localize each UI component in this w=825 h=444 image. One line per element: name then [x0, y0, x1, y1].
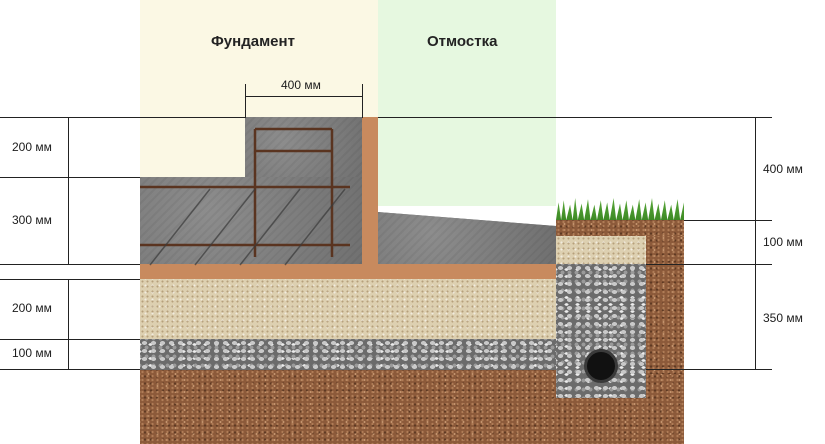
foundation-header: Фундамент [211, 33, 295, 50]
dim-tick [245, 84, 246, 118]
dim-ref-line [0, 369, 140, 370]
formwork-board [140, 264, 556, 279]
soil-layer-right [646, 234, 684, 374]
dim-vertical-right [755, 117, 756, 369]
dim-ref-line [0, 264, 140, 265]
blind-area-header: Отмостка [427, 33, 498, 50]
sand-under-grass [556, 236, 646, 264]
dim-ref-line [0, 339, 140, 340]
dim-ref-line [0, 117, 246, 118]
grass [556, 198, 684, 220]
dim-ref-line [0, 279, 140, 280]
dim-left-4: 100 мм [12, 346, 52, 360]
dim-left-1: 200 мм [12, 140, 52, 154]
blind-area-concrete [378, 212, 556, 264]
dim-left-2: 300 мм [12, 213, 52, 227]
dim-ref-line [646, 264, 772, 265]
dim-right-1: 400 мм [763, 162, 803, 176]
dim-right-2: 100 мм [763, 235, 803, 249]
turf-soil [556, 220, 684, 236]
dim-right-3: 350 мм [763, 311, 803, 325]
dim-width-label: 400 мм [281, 78, 321, 92]
blind-area-zone [378, 0, 556, 206]
dim-ref-line [378, 117, 772, 118]
gravel-layer [140, 339, 558, 370]
sand-cushion [140, 279, 556, 339]
dim-ref-line [0, 177, 140, 178]
drain-pipe [584, 349, 618, 383]
dim-vertical-left [68, 117, 69, 264]
dim-ref-line [646, 369, 772, 370]
rebar-cage [140, 127, 350, 266]
dim-vertical-left [68, 279, 69, 369]
dim-line-width [245, 96, 362, 97]
formwork-side [362, 117, 378, 264]
dim-ref-line [684, 220, 772, 221]
foundation-wall [245, 117, 370, 177]
dim-tick [362, 84, 363, 118]
dim-left-3: 200 мм [12, 301, 52, 315]
